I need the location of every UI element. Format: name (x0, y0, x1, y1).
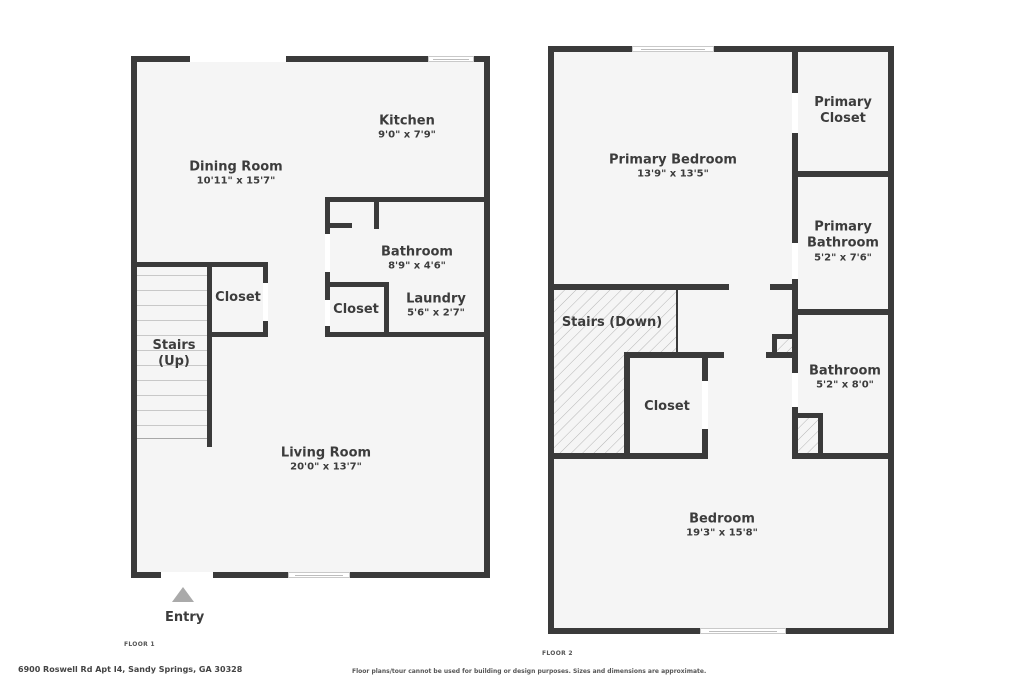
property-address: 6900 Roswell Rd Apt I4, Sandy Springs, G… (18, 665, 243, 674)
wall (384, 282, 389, 336)
wall (548, 46, 894, 52)
room-label-primary-bathroom: Primary Bathroom 5'2" x 7'6" (807, 219, 879, 264)
room-label-stairs-up: Stairs (Up) (152, 337, 196, 369)
room-label-closet: Closet (333, 301, 379, 317)
wall (794, 309, 892, 315)
room-label-closet: Closet (215, 289, 261, 305)
room-label-primary-closet: Primary Closet (814, 94, 872, 126)
room-label-bathroom: Bathroom 8'9" x 4'6" (381, 244, 453, 272)
room-label-closet: Closet (644, 398, 690, 414)
room-label-dining-room: Dining Room 10'11" x 15'7" (189, 159, 283, 187)
room-label-laundry: Laundry 5'6" x 2'7" (406, 291, 466, 319)
window-opening (190, 56, 286, 62)
wall (624, 352, 630, 458)
wall (553, 284, 729, 290)
room-label-bathroom: Bathroom 5'2" x 8'0" (809, 363, 881, 391)
door-opening (325, 234, 330, 272)
wall (766, 352, 796, 358)
door-opening (325, 300, 330, 326)
wall (325, 197, 489, 202)
wall (131, 56, 489, 62)
hatch-shaft (777, 339, 792, 354)
wall (484, 56, 490, 578)
wall (330, 223, 352, 228)
wall (136, 262, 268, 267)
window (632, 46, 714, 52)
window (428, 56, 474, 62)
wall (325, 282, 389, 287)
wall (772, 334, 777, 356)
room-label-kitchen: Kitchen 9'0" x 7'9" (378, 113, 436, 141)
floor-1-area (136, 61, 486, 574)
wall (374, 223, 379, 229)
stair-edge (676, 290, 678, 353)
wall (207, 262, 212, 447)
wall (772, 334, 794, 339)
wall (131, 56, 137, 578)
wall (818, 413, 823, 456)
floor-1-label: FLOOR 1 (124, 641, 155, 648)
wall (207, 332, 268, 337)
entry-door (161, 572, 213, 578)
wall (792, 453, 892, 459)
room-label-primary-bedroom: Primary Bedroom 13'9" x 13'5" (609, 152, 737, 180)
door-opening (792, 243, 798, 279)
room-label-bedroom: Bedroom 19'3" x 15'8" (686, 511, 758, 539)
wall (888, 46, 894, 634)
wall (325, 332, 489, 337)
wall (548, 46, 554, 634)
door-opening (702, 381, 708, 429)
wall (624, 352, 724, 358)
window (700, 628, 786, 634)
stairs-down-hatch (553, 290, 678, 455)
disclaimer: Floor plans/tour cannot be used for buil… (352, 668, 707, 675)
floor-2-label: FLOOR 2 (542, 650, 573, 657)
room-label-living-room: Living Room 20'0" x 13'7" (280, 445, 372, 473)
wall (374, 197, 379, 229)
window (288, 572, 350, 578)
wall (770, 284, 796, 290)
entry-arrow-icon (172, 587, 194, 602)
wall (792, 413, 823, 418)
door-opening (792, 373, 798, 407)
hatch-shaft (797, 418, 819, 454)
wall (553, 453, 708, 459)
door-opening (263, 283, 268, 321)
room-label-stairs-down: Stairs (Down) (561, 314, 663, 330)
wall (794, 171, 892, 177)
door-opening (792, 93, 798, 133)
entry-label: Entry (165, 610, 205, 625)
